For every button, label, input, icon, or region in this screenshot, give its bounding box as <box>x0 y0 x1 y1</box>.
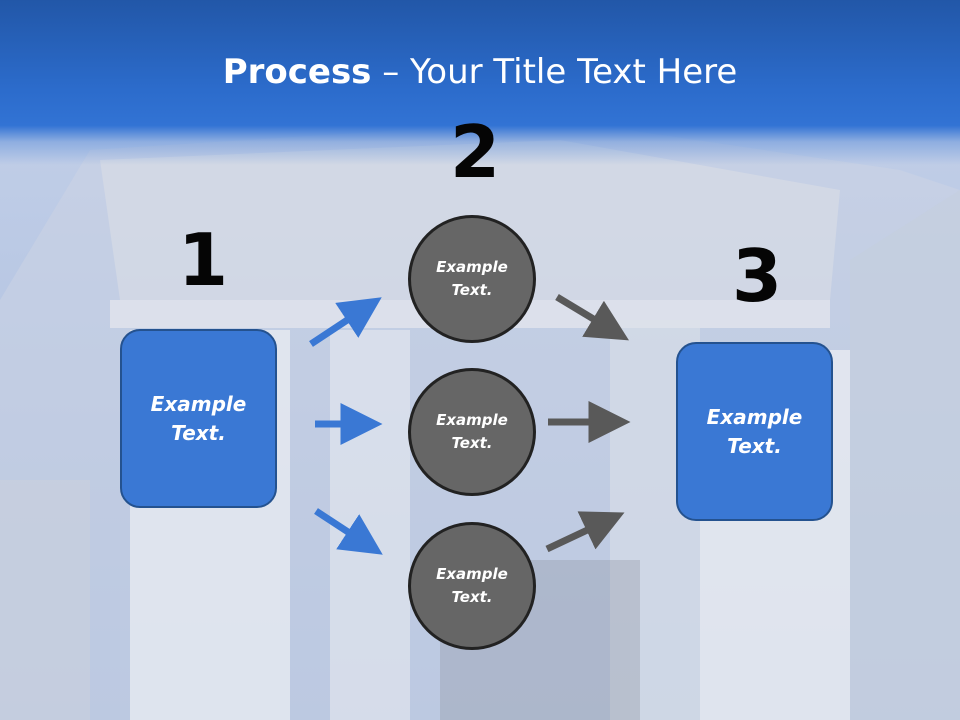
step-number-1: 1 <box>178 218 229 302</box>
arrow-up-right-gray <box>545 511 625 553</box>
circle-text: Example Text. <box>436 410 508 452</box>
title-banner <box>0 0 960 165</box>
step-1-text: Example Text. <box>150 391 247 445</box>
step-2-circle-top[interactable]: Example Text. <box>408 215 536 343</box>
arrow-down-right-blue <box>314 508 383 555</box>
step-number-3: 3 <box>732 234 783 318</box>
circle-text: Example Text. <box>436 564 508 606</box>
title-bold: Process <box>222 52 372 92</box>
arrow-up-right-blue <box>309 297 382 347</box>
step-3-text: Example Text. <box>706 404 803 458</box>
circle-text: Example Text. <box>436 257 508 299</box>
arrow-down-right-gray <box>555 294 629 341</box>
step-1-box[interactable]: Example Text. <box>120 329 277 508</box>
slide-title: Process – Your Title Text Here <box>0 52 960 92</box>
step-2-circle-bottom[interactable]: Example Text. <box>408 522 536 650</box>
title-rest: – Your Title Text Here <box>371 52 738 92</box>
step-2-circle-middle[interactable]: Example Text. <box>408 368 536 496</box>
step-number-2: 2 <box>450 110 501 194</box>
step-3-box[interactable]: Example Text. <box>676 342 833 521</box>
